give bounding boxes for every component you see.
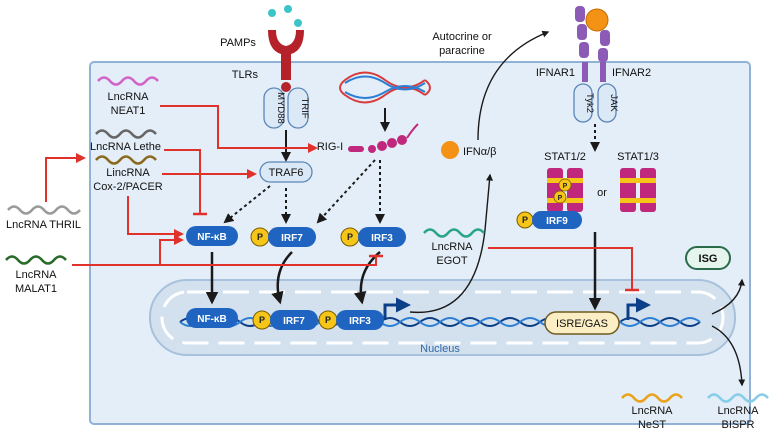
- arrow-ifn-autocrine: [477, 30, 550, 141]
- stat12-dimer: [547, 168, 583, 212]
- irf7-nucleus: [270, 310, 318, 330]
- lncrna-bispr-label-2: BISPR: [721, 419, 754, 431]
- arrow-neat1-to-rigi: [160, 105, 318, 153]
- autocrine-label-line2: paracrine: [439, 45, 485, 57]
- irf9-label: IRF9: [546, 216, 568, 227]
- tlr-receptor: [268, 30, 304, 92]
- arrow-to-isg: [711, 278, 745, 315]
- lncrna-nest-label-2: NeST: [638, 419, 666, 431]
- arrow-rigi-to-irf7: [316, 159, 376, 224]
- irf3-phospho-label: P: [347, 232, 353, 242]
- irf3-nucleus-phospho-label: P: [325, 315, 331, 325]
- isg-node: [685, 246, 731, 270]
- irf7-cytoplasm: [268, 227, 316, 247]
- trif-adaptor: [287, 87, 309, 129]
- lncrna-egot-label-2: EGOT: [436, 255, 467, 267]
- irf7-nucleus-label: IRF7: [283, 316, 305, 327]
- nucleus-label: Nucleus: [420, 343, 460, 355]
- lncrna-bispr-label-1: LncRNA: [718, 405, 760, 417]
- lncrna-lethe-strand: [95, 129, 157, 139]
- stat12-label: STAT1/2: [544, 151, 586, 163]
- irf3-nucleus-label: IRF3: [349, 316, 371, 327]
- ifnar-receptor: [575, 6, 610, 82]
- arrow-traf6-to-nfkb: [223, 185, 271, 224]
- transcription-arrow-left: [383, 297, 411, 320]
- autocrine-label-line1: Autocrine or: [432, 31, 492, 43]
- lncrna-cox2-label-1: LincRNA: [106, 167, 150, 179]
- rigi-label: RIG-I: [317, 141, 343, 153]
- ifnar2-label: IFNAR2: [612, 67, 651, 79]
- ifn-label: IFNα/β: [463, 146, 496, 158]
- inhibit-egot-isre: [488, 247, 633, 290]
- isg-label: ISG: [699, 253, 718, 265]
- arrow-malat1-to-nfkb: [159, 235, 184, 265]
- stat12-phospho-label-2: P: [558, 195, 563, 202]
- irf7-phospho-label: P: [257, 232, 263, 242]
- irf3-nucleus: [336, 310, 384, 330]
- lncrna-nest-strand: [621, 393, 683, 403]
- inhibit-malat1-irf3: [72, 256, 377, 266]
- arrow-transcript-to-ifn: [409, 173, 493, 314]
- viral-rna-icon: [339, 71, 431, 104]
- trif-label: TRIF: [299, 97, 310, 118]
- isre-gas-element: [544, 311, 620, 335]
- inhibit-lethe-nfkb: [164, 149, 201, 214]
- lncrna-malat1-label-1: LncRNA: [16, 269, 58, 281]
- myd88-adaptor: [263, 87, 285, 129]
- nfkb-nucleus-label: NF-κB: [197, 314, 226, 325]
- irf7-cytoplasm-label: IRF7: [281, 233, 303, 244]
- ifnar1-label: IFNAR1: [536, 67, 575, 79]
- tlrs-label: TLRs: [232, 69, 259, 81]
- irf3-cytoplasm-label: IRF3: [371, 233, 393, 244]
- nfkb-cytoplasm-label: NF-κB: [197, 232, 226, 243]
- lncrna-cox2-strand: [95, 155, 157, 165]
- jak-kinase: [597, 83, 617, 123]
- lncrna-thril-strand: [7, 205, 81, 215]
- lncrna-thril-label: LncRNA THRIL: [6, 219, 81, 231]
- stat13-dimer: [620, 168, 656, 212]
- arrow-to-lncrna-out: [711, 325, 746, 387]
- pamps-label: PAMPs: [220, 37, 256, 49]
- arrow-cox2-to-nfkb: [127, 196, 184, 239]
- stat12-phospho-label-1: P: [563, 183, 568, 190]
- nfkb-cytoplasm: [186, 226, 238, 246]
- or-label: or: [597, 187, 607, 199]
- transcription-arrow-right: [626, 297, 651, 320]
- traf6-node: [259, 161, 313, 183]
- lncrna-bispr-strand: [707, 393, 769, 403]
- traf6-label: TRAF6: [269, 167, 304, 179]
- jak-label: JAK: [608, 94, 619, 112]
- lncrna-malat1-strand: [5, 255, 67, 265]
- irf3-cytoplasm: [358, 227, 406, 247]
- tyk2-label: Tyk2: [584, 93, 595, 113]
- lncrna-neat1-strand: [97, 76, 159, 86]
- lncrna-egot-strand: [423, 228, 485, 238]
- irf7-nucleus-phospho-label: P: [259, 315, 265, 325]
- lncrna-neat1-label-1: LncRNA: [108, 91, 150, 103]
- pamps-molecules: [268, 5, 302, 27]
- irf9-node: [532, 211, 582, 229]
- rigi-protein: [348, 123, 419, 153]
- lncrna-egot-label-1: LncRNA: [432, 241, 474, 253]
- lncrna-cox2-label-2: Cox-2/PACER: [93, 181, 163, 193]
- arrow-irf7-to-nucleus: [271, 251, 293, 305]
- myd88-label: MYD88: [275, 92, 286, 124]
- tyk2-kinase: [573, 83, 593, 123]
- lncrna-malat1-label-2: MALAT1: [15, 283, 57, 295]
- nfkb-nucleus: [186, 308, 238, 328]
- isre-gas-label: ISRE/GAS: [556, 318, 608, 330]
- arrow-thril-to-lethe: [45, 153, 86, 202]
- lncrna-neat1-label-2: NEAT1: [111, 105, 146, 117]
- ifn-molecule: [441, 141, 459, 159]
- irf9-phospho-label: P: [522, 215, 528, 225]
- stat13-label: STAT1/3: [617, 151, 659, 163]
- lncrna-lethe-label: LncRNA Lethe: [90, 141, 161, 153]
- lncrna-nest-label-1: LncRNA: [632, 405, 674, 417]
